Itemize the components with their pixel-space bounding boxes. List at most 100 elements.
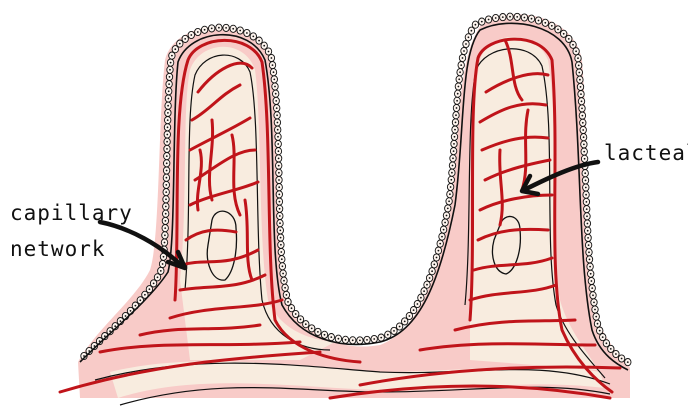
cell-nucleus xyxy=(583,151,585,153)
cell-nucleus xyxy=(380,337,382,339)
cell-nucleus xyxy=(488,19,490,21)
cell-nucleus xyxy=(471,30,473,32)
cell-nucleus xyxy=(586,208,588,210)
cell-nucleus xyxy=(373,338,375,340)
cell-nucleus xyxy=(451,172,453,174)
cell-nucleus xyxy=(225,27,227,29)
label-network: network xyxy=(10,237,106,261)
cell-nucleus xyxy=(165,198,167,200)
cell-nucleus xyxy=(232,28,234,30)
cell-nucleus xyxy=(524,17,526,19)
cell-nucleus xyxy=(450,186,452,188)
cell-nucleus xyxy=(166,141,168,143)
cell-nucleus xyxy=(581,100,583,102)
cell-nucleus xyxy=(352,339,354,341)
cell-nucleus xyxy=(268,51,270,53)
cell-nucleus xyxy=(277,122,279,124)
cell-nucleus xyxy=(279,201,281,203)
cell-nucleus xyxy=(586,201,588,203)
cell-nucleus xyxy=(481,21,483,23)
cell-nucleus xyxy=(160,270,162,272)
cell-nucleus xyxy=(279,230,281,232)
cell-nucleus xyxy=(120,320,122,322)
cell-nucleus xyxy=(475,24,477,26)
cell-nucleus xyxy=(286,294,288,296)
cell-nucleus xyxy=(436,257,438,259)
cell-nucleus xyxy=(582,115,584,117)
cell-nucleus xyxy=(273,71,275,73)
cell-nucleus xyxy=(258,40,260,42)
cell-nucleus xyxy=(125,315,127,317)
cell-nucleus xyxy=(263,45,265,47)
cell-nucleus xyxy=(582,122,584,124)
cell-nucleus xyxy=(130,310,132,312)
cell-nucleus xyxy=(170,62,172,64)
cell-nucleus xyxy=(441,236,443,238)
cell-nucleus xyxy=(551,25,553,27)
cell-nucleus xyxy=(165,191,167,193)
label-lacteal: lacteal xyxy=(604,141,688,165)
cell-nucleus xyxy=(252,36,254,38)
cell-nucleus xyxy=(586,215,588,217)
cell-nucleus xyxy=(291,307,293,309)
cell-nucleus xyxy=(149,288,151,290)
cell-nucleus xyxy=(627,361,629,363)
cell-nucleus xyxy=(399,326,401,328)
cell-nucleus xyxy=(279,215,281,217)
cell-nucleus xyxy=(274,86,276,88)
cell-nucleus xyxy=(563,33,565,35)
cell-nucleus xyxy=(615,353,617,355)
cell-nucleus xyxy=(281,258,283,260)
cell-nucleus xyxy=(166,170,168,172)
cell-nucleus xyxy=(163,256,165,258)
cell-nucleus xyxy=(459,71,461,73)
cell-nucleus xyxy=(278,158,280,160)
cell-nucleus xyxy=(458,78,460,80)
cell-nucleus xyxy=(580,93,582,95)
cell-nucleus xyxy=(324,334,326,336)
cell-nucleus xyxy=(579,79,581,81)
cell-nucleus xyxy=(593,302,595,304)
cell-nucleus xyxy=(164,242,166,244)
cell-nucleus xyxy=(166,162,168,164)
cell-nucleus xyxy=(169,69,171,71)
cell-nucleus xyxy=(509,16,511,18)
cell-nucleus xyxy=(277,143,279,145)
cell-nucleus xyxy=(409,315,411,317)
cell-nucleus xyxy=(139,299,141,301)
cell-nucleus xyxy=(495,17,497,19)
cell-nucleus xyxy=(295,313,297,315)
cell-nucleus xyxy=(417,303,419,305)
cell-nucleus xyxy=(276,114,278,116)
cell-nucleus xyxy=(273,79,275,81)
cell-nucleus xyxy=(455,122,457,124)
cell-nucleus xyxy=(305,323,307,325)
cell-nucleus xyxy=(166,134,168,136)
cell-nucleus xyxy=(572,44,574,46)
cell-nucleus xyxy=(167,112,169,114)
cell-nucleus xyxy=(588,244,590,246)
cell-nucleus xyxy=(135,305,137,307)
cell-nucleus xyxy=(165,213,167,215)
cell-nucleus xyxy=(460,64,462,66)
cell-nucleus xyxy=(190,34,192,36)
cell-nucleus xyxy=(462,57,464,59)
cell-nucleus xyxy=(167,126,169,128)
cell-nucleus xyxy=(165,184,167,186)
cell-nucleus xyxy=(330,336,332,338)
cell-nucleus xyxy=(157,276,159,278)
cell-nucleus xyxy=(426,284,428,286)
cell-nucleus xyxy=(448,200,450,202)
cell-nucleus xyxy=(276,107,278,109)
cell-nucleus xyxy=(516,16,518,18)
cell-nucleus xyxy=(420,297,422,299)
cell-nucleus xyxy=(465,43,467,45)
cell-nucleus xyxy=(590,273,592,275)
cell-nucleus xyxy=(544,22,546,24)
cell-nucleus xyxy=(588,251,590,253)
cell-nucleus xyxy=(456,107,458,109)
cell-nucleus xyxy=(278,165,280,167)
cell-nucleus xyxy=(587,230,589,232)
cell-nucleus xyxy=(452,157,454,159)
